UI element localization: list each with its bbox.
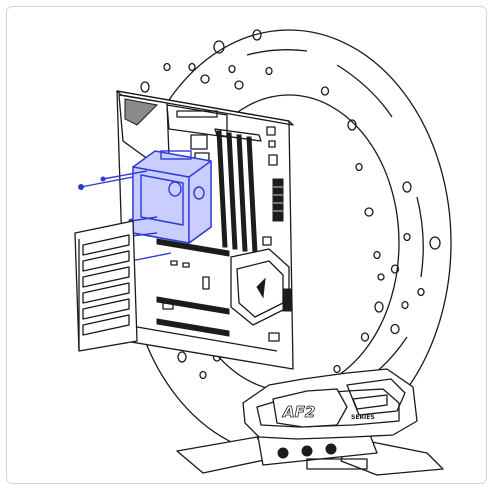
illustration-frame: AF2 SERIES [6,6,487,484]
water-block-icon [132,150,212,244]
assembly-diagram: AF2 SERIES [74,29,452,476]
caliper-stand-icon: AF2 SERIES [176,368,444,476]
pcie-slots [156,238,230,337]
logo-text: AF2 [282,403,315,421]
io-bracket-icon [74,220,138,352]
logo-subtext: SERIES [351,414,375,421]
ram-slots [214,128,262,254]
